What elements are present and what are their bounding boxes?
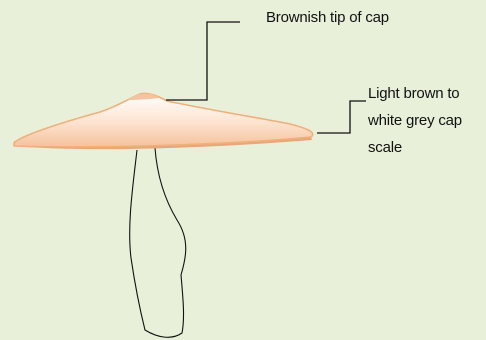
leader-line-cap-scale (317, 101, 366, 133)
label-cap-scale-line-1: Light brown to (368, 80, 462, 107)
label-brownish-tip: Brownish tip of cap (266, 4, 389, 31)
leader-line-cap-tip (166, 22, 240, 100)
mushroom-stem (130, 148, 186, 337)
label-cap-scale-line-2: white grey cap (368, 107, 462, 134)
label-cap-scale: Light brown to white grey cap scale (368, 80, 462, 161)
mushroom-cap (14, 93, 313, 146)
label-cap-scale-line-3: scale (368, 134, 462, 161)
